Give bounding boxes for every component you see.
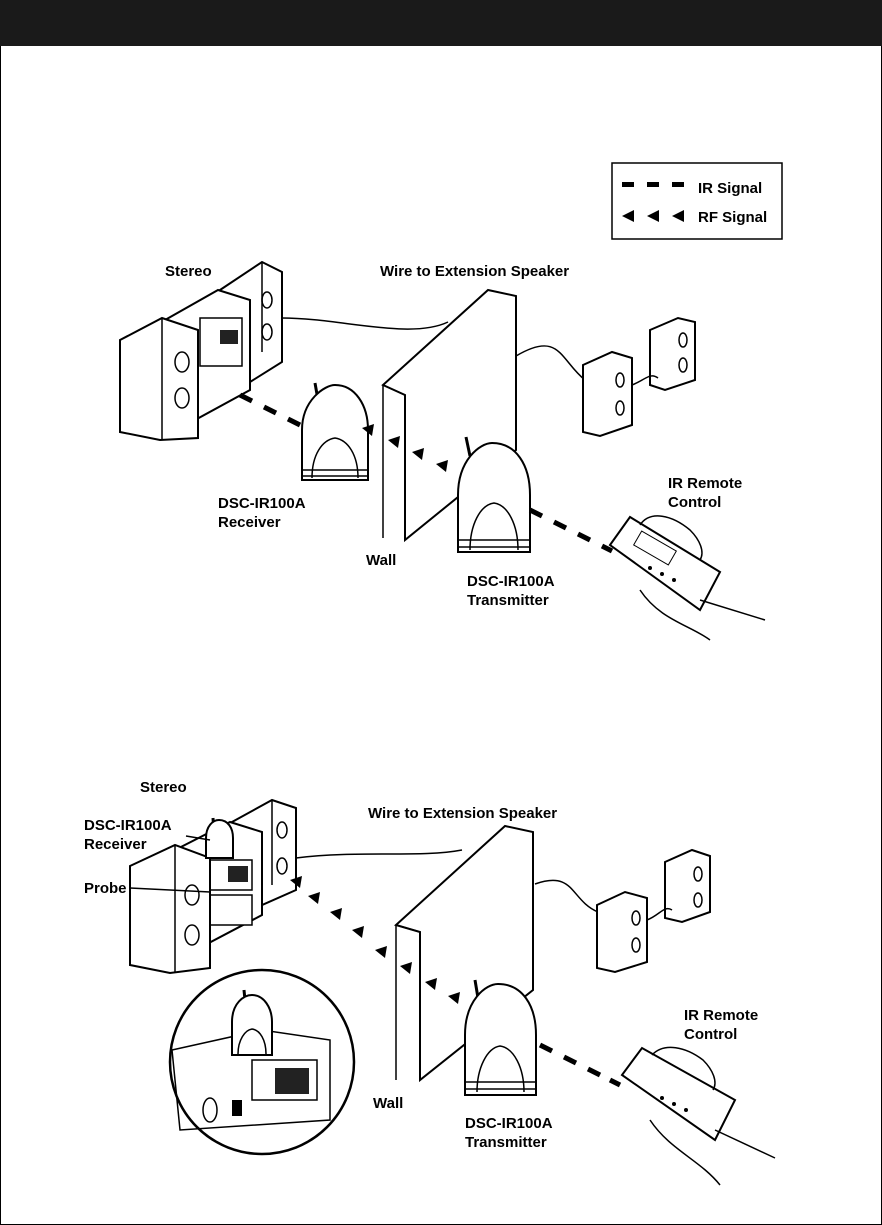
diagram-2: Stereo Wire to Extension Speaker DSC-IR1… — [84, 779, 775, 1185]
ir-signal-symbol — [622, 182, 684, 187]
remote-label-2-line2: Control — [684, 1026, 737, 1043]
transmitter-label-2-line2: Transmitter — [465, 1134, 547, 1151]
remote-label-line2: Control — [668, 494, 721, 511]
ir-signal-dashes-2 — [540, 1045, 620, 1085]
remote-label-2-line1: IR Remote — [684, 1007, 758, 1024]
legend-ir-label: IR Signal — [698, 180, 762, 197]
legend: IR Signal RF Signal — [612, 163, 782, 239]
transmitter-device-2 — [465, 980, 536, 1095]
magnified-inset — [170, 970, 354, 1154]
wall-label: Wall — [366, 552, 396, 569]
probe-label: Probe — [84, 880, 127, 897]
stereo-label: Stereo — [165, 263, 212, 280]
speaker-wire-left — [282, 318, 448, 329]
extension-speakers — [583, 318, 695, 436]
extension-speakers-2 — [597, 850, 710, 972]
remote-hand-2 — [622, 1047, 775, 1185]
speaker-wire-right — [516, 346, 585, 380]
speaker-wire-left-2 — [296, 850, 462, 858]
transmitter-label-line1: DSC-IR100A — [467, 573, 555, 590]
transmitter-label-line2: Transmitter — [467, 592, 549, 609]
receiver-label-2-line1: DSC-IR100A — [84, 817, 172, 834]
receiver-label-line1: DSC-IR100A — [218, 495, 306, 512]
legend-rf-label: RF Signal — [698, 209, 767, 226]
wire-label-2: Wire to Extension Speaker — [368, 805, 557, 822]
stereo-unit — [120, 262, 282, 440]
wire-label: Wire to Extension Speaker — [380, 263, 569, 280]
receiver-label-line2: Receiver — [218, 514, 281, 531]
remote-hand — [610, 516, 765, 640]
transmitter-label-2-line1: DSC-IR100A — [465, 1115, 553, 1132]
receiver-label-2-line2: Receiver — [84, 836, 147, 853]
stereo-label-2: Stereo — [140, 779, 187, 796]
wall-label-2: Wall — [373, 1095, 403, 1112]
transmitter-device — [458, 437, 530, 552]
receiver-device — [302, 383, 368, 480]
remote-label-line1: IR Remote — [668, 475, 742, 492]
diagram-1: Stereo Wire to Extension Speaker DSC-IR1… — [120, 262, 765, 640]
speaker-wire-right-2 — [535, 880, 598, 912]
